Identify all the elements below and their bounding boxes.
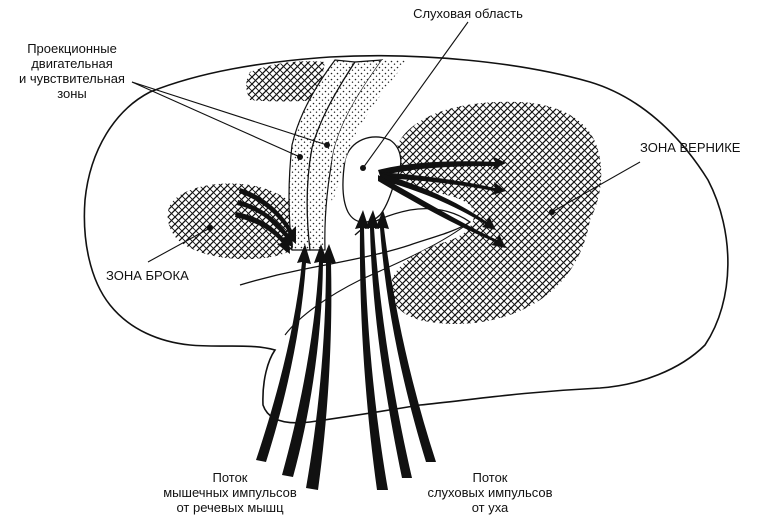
auditory-flow-line-1: Поток bbox=[472, 470, 508, 485]
dot-wernicke bbox=[549, 209, 555, 215]
muscle-flow-label: Поток мышечных импульсов от речевых мышц bbox=[140, 470, 320, 515]
wernicke-label: ЗОНА ВЕРНИКЕ bbox=[640, 140, 741, 155]
sylvian-fissure bbox=[239, 208, 472, 286]
pointer-wernicke bbox=[551, 161, 641, 213]
dot-projection-1 bbox=[297, 154, 303, 160]
dot-broca bbox=[207, 225, 213, 231]
arrow-aw-1 bbox=[378, 156, 506, 176]
auditory-area bbox=[342, 136, 402, 223]
arrow-aw-4 bbox=[378, 175, 506, 248]
pointer-projection-1 bbox=[131, 81, 301, 158]
dot-projection-2 bbox=[324, 142, 330, 148]
brain-outline bbox=[83, 54, 729, 424]
broca-inner-arrows bbox=[235, 188, 296, 254]
projection-line-2: двигательная bbox=[31, 56, 113, 71]
projection-line-1: Проекционные bbox=[27, 41, 117, 56]
muscle-flow-line-3: от речевых мышц bbox=[176, 500, 284, 515]
pointer-auditory bbox=[362, 21, 469, 169]
arrow-muscle-3 bbox=[306, 244, 336, 490]
arrow-aw-2 bbox=[380, 172, 506, 195]
auditory-area-label: Слуховая область bbox=[413, 6, 523, 21]
auditory-to-wernicke-arrows bbox=[378, 156, 506, 248]
projection-line-3: и чувствительная bbox=[19, 71, 125, 86]
auditory-flow-label: Поток слуховых импульсов от уха bbox=[400, 470, 580, 515]
muscle-impulse-arrows bbox=[256, 244, 336, 490]
muscle-flow-line-2: мышечных импульсов bbox=[163, 485, 297, 500]
broca-area bbox=[167, 183, 305, 260]
pointer-projection-2 bbox=[131, 81, 328, 146]
muscle-flow-line-1: Поток bbox=[212, 470, 248, 485]
arrow-muscle-1 bbox=[256, 244, 311, 462]
arrow-aud-1 bbox=[355, 210, 388, 490]
broca-label: ЗОНА БРОКА bbox=[106, 268, 189, 283]
arrow-muscle-2 bbox=[282, 244, 328, 477]
arrow-aud-2 bbox=[365, 210, 412, 478]
brain-inner-line bbox=[284, 221, 471, 336]
auditory-flow-line-3: от уха bbox=[471, 500, 509, 515]
arrow-aw-3 bbox=[380, 173, 496, 230]
auditory-flow-line-2: слуховых импульсов bbox=[427, 485, 553, 500]
projection-line-4: зоны bbox=[57, 86, 87, 101]
pointer-broca bbox=[147, 227, 211, 263]
auditory-impulse-arrows bbox=[355, 210, 436, 490]
projection-zones-label: Проекционные двигательная и чувствительн… bbox=[2, 41, 142, 101]
wernicke-area bbox=[390, 101, 602, 324]
sensory-zone-strip-2 bbox=[330, 60, 408, 205]
top-hatched-region bbox=[246, 61, 325, 102]
arrow-aud-3 bbox=[375, 210, 436, 462]
dot-auditory bbox=[360, 165, 366, 171]
